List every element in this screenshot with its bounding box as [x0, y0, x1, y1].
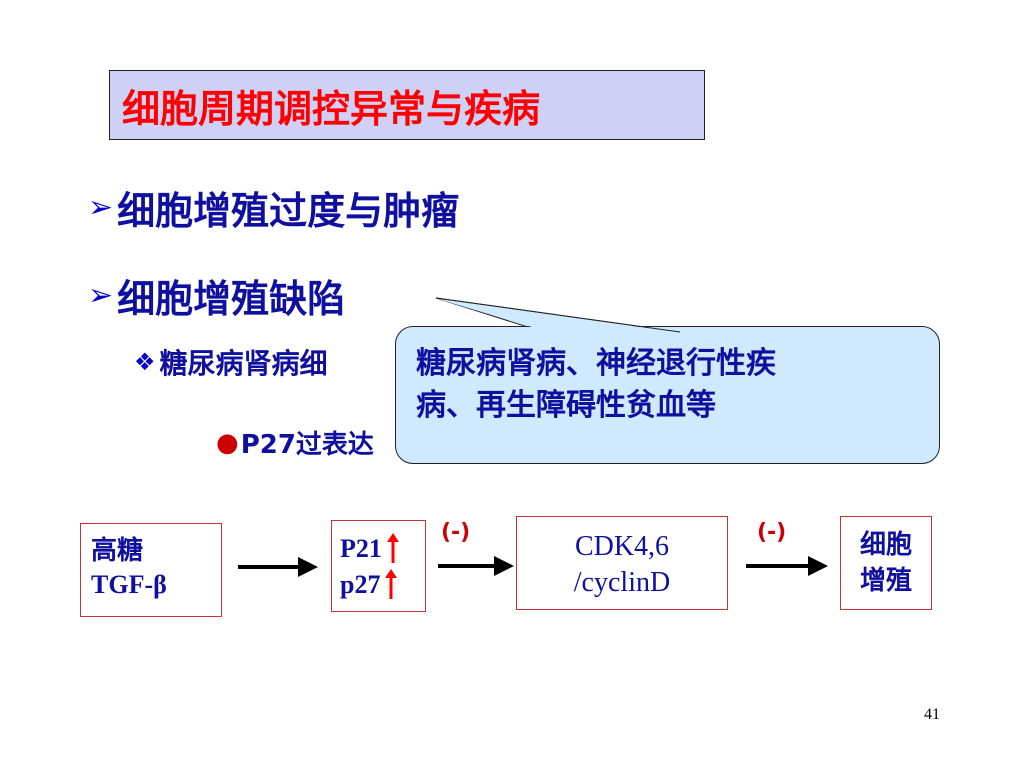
up-arrow-icon	[386, 533, 399, 563]
arrow-bullet-icon: ➢	[88, 278, 114, 313]
bullet-1: ➢ 细胞增殖过度与肿瘤	[88, 180, 459, 235]
flow-box-p21-p27: P21 p27	[331, 520, 426, 612]
flow-arrow-icon	[746, 556, 828, 576]
callout-line-1: 糖尿病肾病、神经退行性疾	[416, 346, 776, 381]
sub-bullet-text: 糖尿病肾病细	[159, 347, 328, 380]
bullet-2-text: 细胞增殖缺陷	[117, 277, 346, 321]
box2-line-2: p27	[340, 570, 381, 599]
sub-bullet: ❖ 糖尿病肾病细	[134, 342, 328, 382]
callout-line-2: 病、再生障碍性贫血等	[416, 388, 716, 423]
slide-title-box: 细胞周期调控异常与疾病	[109, 70, 705, 140]
bullet-2: ➢ 细胞增殖缺陷	[88, 268, 345, 323]
sub-sub-bullet: ● P27过表达	[216, 424, 374, 461]
flow-arrow-icon	[238, 557, 318, 577]
arrow-bullet-icon: ➢	[88, 190, 114, 225]
callout-box: 糖尿病肾病、神经退行性疾 病、再生障碍性贫血等	[395, 326, 940, 464]
box3-line-1: CDK4,6	[574, 531, 670, 562]
up-arrow-icon	[385, 569, 398, 599]
diamond-bullet-icon: ❖	[134, 348, 156, 376]
sub-sub-bullet-text: P27过表达	[240, 430, 374, 460]
box3-line-2: /cyclinD	[573, 567, 671, 598]
dot-bullet-icon: ●	[216, 427, 239, 458]
slide-title: 细胞周期调控异常与疾病	[122, 86, 541, 131]
page-number: 41	[924, 706, 940, 723]
flow-box-cell-proliferation: 细胞 增殖	[840, 516, 932, 610]
box2-line-1: P21	[340, 534, 382, 563]
inhibition-label-1: (-)	[441, 520, 471, 545]
box4-line-1: 细胞	[859, 530, 912, 560]
bullet-1-text: 细胞增殖过度与肿瘤	[117, 189, 460, 233]
flow-box-high-glucose: 高糖 TGF-β	[80, 523, 222, 617]
box1-line-2: TGF-β	[91, 570, 167, 599]
box1-line-1: 高糖	[91, 536, 144, 566]
flow-arrow-icon	[438, 556, 514, 576]
flow-box-cdk-cyclin: CDK4,6 /cyclinD	[516, 516, 728, 610]
inhibition-label-2: (-)	[757, 520, 787, 545]
box4-line-2: 增殖	[859, 566, 912, 596]
callout-tail-fill	[435, 297, 681, 333]
